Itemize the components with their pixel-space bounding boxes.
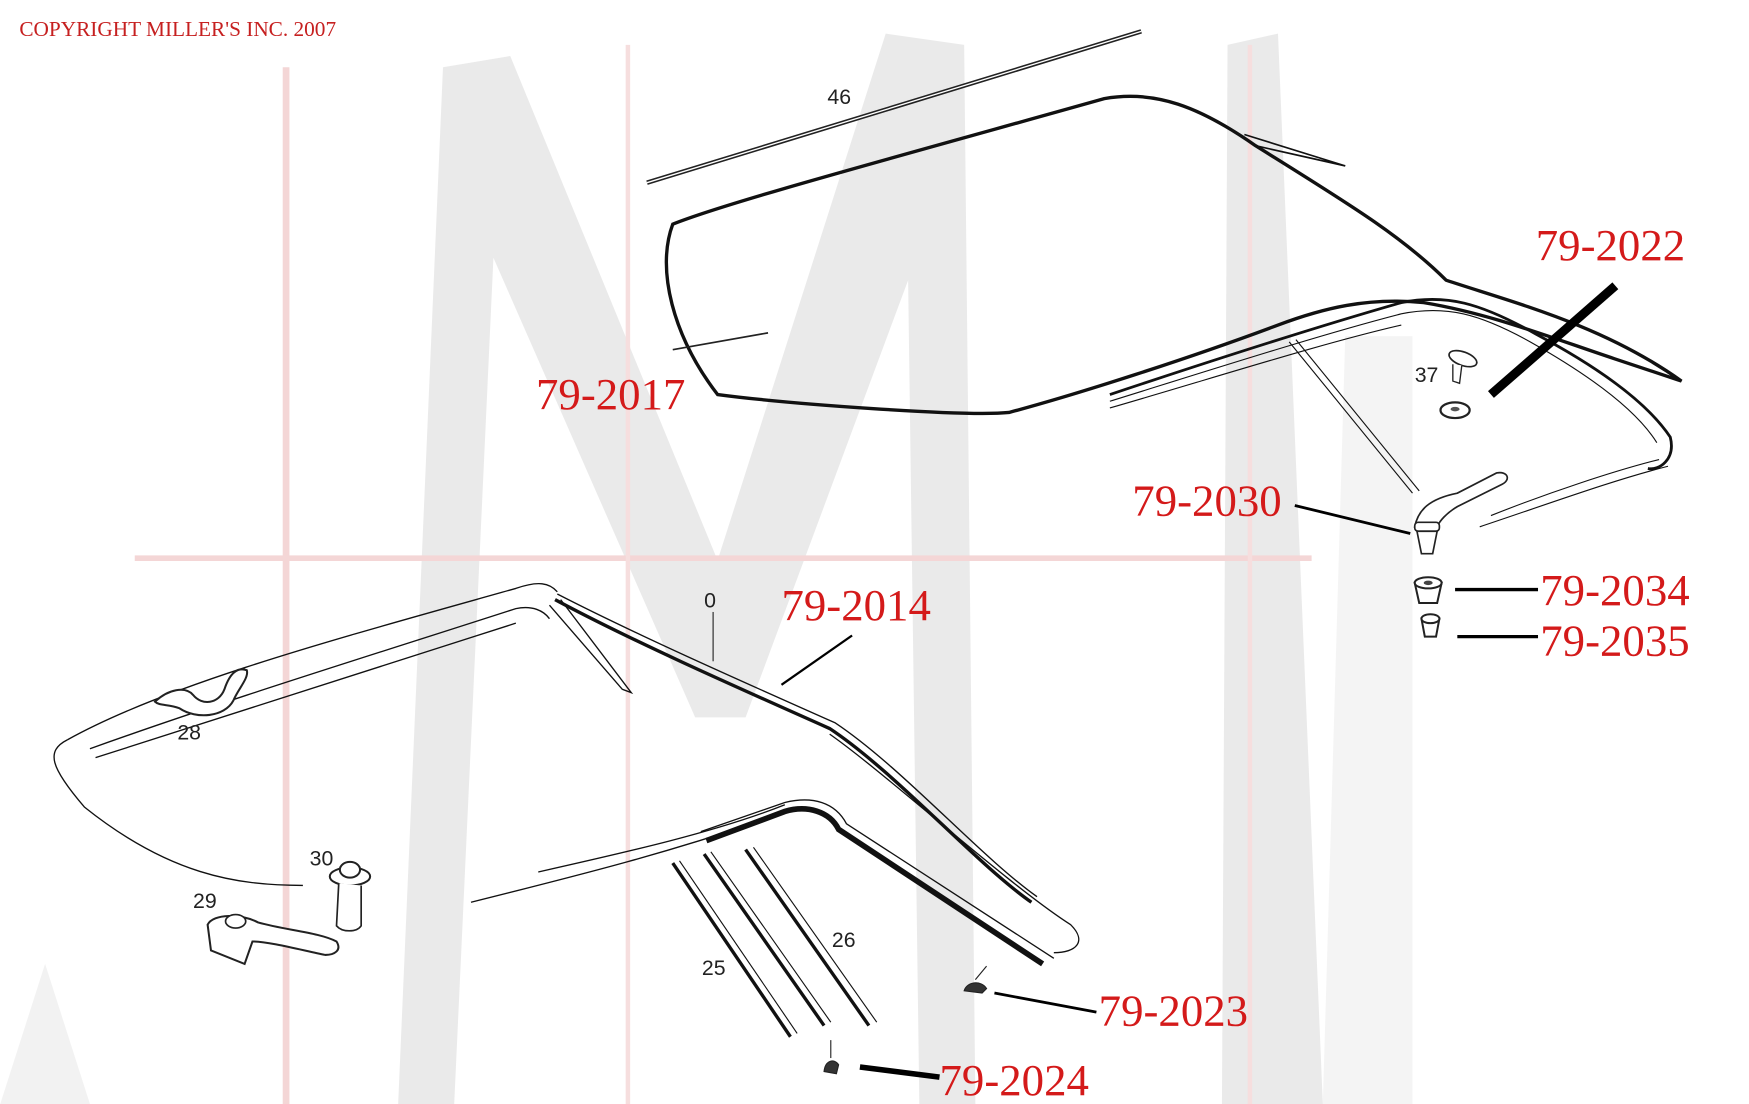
leader-79-2024 — [859, 1064, 940, 1080]
clip — [1448, 349, 1478, 385]
hardtop-frame — [53, 583, 797, 903]
channel-strips — [671, 847, 878, 1038]
roof-rear-tab — [1244, 133, 1346, 167]
part-label-79-2014[interactable]: 79-2014 — [781, 580, 930, 630]
leader-79-2023 — [994, 991, 1097, 1014]
door-frame-channel — [700, 799, 1055, 967]
leader-79-2022 — [1487, 282, 1619, 398]
part-label-79-2023[interactable]: 79-2023 — [1099, 986, 1248, 1036]
part-label-79-2024[interactable]: 79-2024 — [940, 1055, 1089, 1104]
roof-latch-handle — [1413, 471, 1509, 555]
leader-79-2017 — [672, 332, 769, 351]
side-rail-seal — [548, 593, 1080, 954]
ref-25: 25 — [702, 956, 726, 980]
part-label-79-2035[interactable]: 79-2035 — [1540, 616, 1689, 666]
part-label-79-2030[interactable]: 79-2030 — [1132, 476, 1281, 526]
leader-79-2030 — [1294, 504, 1411, 535]
part-label-79-2034[interactable]: 79-2034 — [1540, 565, 1689, 615]
part-label-79-2017[interactable]: 79-2017 — [536, 369, 685, 419]
grab-handle — [153, 668, 249, 717]
latch-lever — [206, 913, 340, 966]
leader-79-2014 — [780, 634, 853, 686]
end-plug-lower — [823, 1040, 840, 1075]
ref-46: 46 — [827, 85, 851, 109]
copyright-notice: COPYRIGHT MILLER'S INC. 2007 — [19, 17, 336, 41]
top-trim-strip — [646, 29, 1142, 185]
ref-29: 29 — [193, 889, 217, 913]
ref-0: 0 — [704, 588, 716, 612]
grommet-hole — [1450, 406, 1460, 412]
rubber-bumper-large — [1413, 576, 1443, 605]
rear-roof-frame — [1109, 297, 1673, 528]
rubber-bumper-small — [1420, 613, 1441, 638]
ref-28: 28 — [177, 721, 201, 745]
roof-panel-seal — [664, 94, 1683, 416]
latch-receiver — [328, 860, 372, 932]
ref-30: 30 — [310, 846, 334, 870]
end-plug-upper — [963, 965, 988, 994]
ref-37: 37 — [1415, 363, 1439, 387]
part-label-79-2022[interactable]: 79-2022 — [1536, 220, 1685, 270]
ref-26: 26 — [832, 928, 856, 952]
